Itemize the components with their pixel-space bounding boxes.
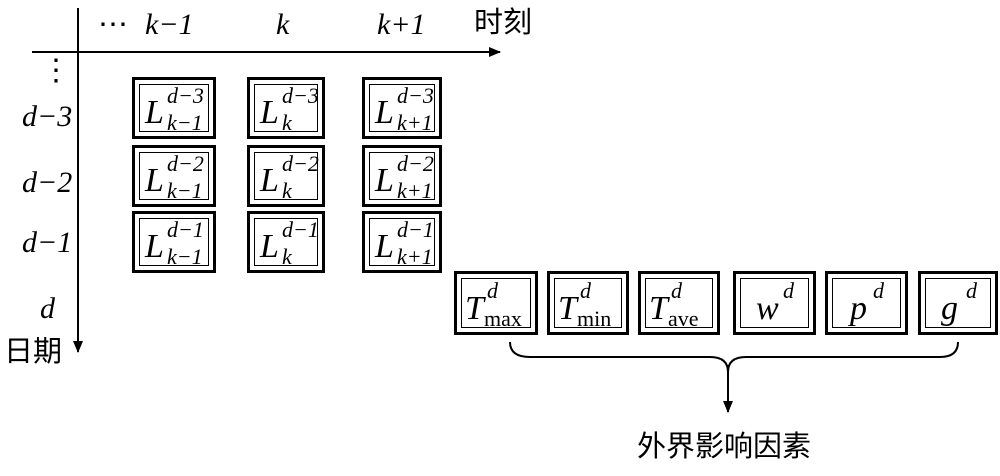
factor-symbol: T (558, 290, 577, 327)
date-tick-d: d (40, 292, 55, 325)
load-symbol: L (260, 228, 279, 265)
factor-t-ave: T d ave (638, 271, 720, 335)
load-cell: L d−3 k+1 (362, 77, 442, 139)
load-symbol: L (145, 94, 164, 131)
load-cell: L d−2 k (247, 145, 325, 207)
load-symbol: L (375, 94, 394, 131)
load-day-index: d−2 (397, 151, 434, 176)
load-cell: L d−1 k−1 (132, 211, 216, 273)
factor-sup: d (671, 278, 682, 303)
load-cell: L d−3 k−1 (132, 77, 216, 139)
load-day-index: d−3 (167, 83, 204, 108)
external-factors-label: 外界影响因素 (637, 429, 812, 463)
time-axis-label: 时刻 (474, 5, 533, 39)
factor-p: p d (825, 271, 908, 335)
load-symbol: L (375, 162, 394, 199)
factor-symbol: w (756, 290, 779, 327)
load-time-index: k−1 (167, 178, 203, 203)
factor-symbol: p (850, 290, 867, 327)
factor-sup: d (873, 278, 884, 303)
load-time-index: k+1 (397, 244, 433, 269)
factor-w: w d (733, 271, 816, 335)
load-time-index: k−1 (167, 110, 203, 135)
load-time-index: k (282, 178, 292, 203)
load-time-index: k (282, 110, 292, 135)
load-time-index: k+1 (397, 178, 433, 203)
factor-sub: min (577, 306, 612, 331)
load-day-index: d−3 (397, 83, 434, 108)
factor-sub: max (484, 306, 522, 331)
date-axis-ellipsis: ⋮ (41, 54, 71, 87)
factor-t-min: T d min (547, 271, 629, 335)
factor-g: g d (918, 271, 998, 335)
time-axis-ellipsis: ⋯ (98, 8, 128, 41)
load-day-index: d−3 (282, 83, 319, 108)
load-cell: L d−2 k−1 (132, 145, 216, 207)
date-axis-label: 日期 (4, 334, 63, 368)
factor-sub: ave (668, 306, 699, 331)
time-tick-k-plus-1: k+1 (377, 8, 426, 41)
load-symbol: L (375, 228, 394, 265)
load-day-index: d−1 (397, 217, 434, 242)
load-time-index: k−1 (167, 244, 203, 269)
factor-sup: d (966, 278, 977, 303)
load-day-index: d−2 (167, 151, 204, 176)
date-tick-d-minus-3: d−3 (22, 100, 73, 133)
factor-sup: d (487, 278, 498, 303)
load-cell: L d−1 k+1 (362, 211, 442, 273)
time-tick-k-minus-1: k−1 (145, 8, 194, 41)
factor-symbol: g (941, 290, 958, 327)
load-day-index: d−2 (282, 151, 319, 176)
load-day-index: d−1 (167, 217, 204, 242)
factors-brace (509, 341, 959, 373)
load-day-index: d−1 (282, 217, 319, 242)
load-time-index: k+1 (397, 110, 433, 135)
load-symbol: L (260, 94, 279, 131)
factor-sup: d (783, 278, 794, 303)
load-symbol: L (260, 162, 279, 199)
load-cell: L d−1 k (247, 211, 325, 273)
time-tick-k: k (276, 8, 290, 41)
load-symbol: L (145, 228, 164, 265)
load-cell: L d−3 k (247, 77, 325, 139)
date-tick-d-minus-2: d−2 (22, 166, 73, 199)
factor-sup: d (580, 278, 591, 303)
load-symbol: L (145, 162, 164, 199)
date-tick-d-minus-1: d−1 (22, 226, 73, 259)
load-time-index: k (282, 244, 292, 269)
factor-symbol: T (465, 290, 484, 327)
factor-t-max: T d max (454, 271, 538, 335)
factor-symbol: T (649, 290, 668, 327)
load-cell: L d−2 k+1 (362, 145, 442, 207)
